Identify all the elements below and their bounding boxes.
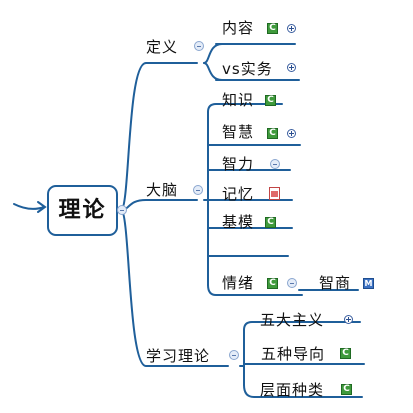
node-intellect[interactable]: 智力	[222, 155, 254, 173]
node-knowledge-label: 知识	[222, 91, 255, 109]
node-memory[interactable]: 记忆	[222, 185, 254, 203]
concept-marker-icon: C	[267, 278, 278, 289]
emotion-collapse-icon[interactable]	[287, 278, 297, 288]
root-node[interactable]: 理论	[47, 185, 118, 236]
root-to-definition-connector	[120, 62, 198, 211]
node-content[interactable]: 内容	[222, 19, 254, 37]
node-level-types[interactable]: 层面种类	[260, 381, 324, 399]
concept-marker-icon: C	[340, 348, 351, 359]
node-memory-label: 记忆	[222, 185, 255, 203]
concept-marker-icon: C	[265, 95, 276, 106]
root-to-learning-connector	[120, 209, 229, 367]
node-knowledge[interactable]: 知识	[222, 91, 254, 109]
concept-marker-icon: C	[267, 128, 278, 139]
brain-collapse-icon[interactable]	[193, 185, 203, 195]
expand-icon[interactable]	[287, 63, 296, 72]
node-wisdom[interactable]: 智慧	[222, 123, 254, 141]
node-level-types-label: 层面种类	[260, 381, 325, 399]
branch-definition[interactable]: 定义	[146, 38, 178, 56]
expand-icon[interactable]	[287, 129, 296, 138]
branch-learning-theory-label: 学习理论	[146, 347, 211, 365]
node-basic-model-label: 基模	[222, 213, 255, 231]
node-content-label: 内容	[222, 19, 255, 37]
branch-definition-label: 定义	[146, 38, 179, 56]
incoming-connector	[13, 203, 45, 210]
definition-collapse-icon[interactable]	[194, 41, 204, 51]
concept-marker-icon: C	[341, 384, 352, 395]
root-node-label: 理论	[58, 198, 107, 223]
node-five-orientations[interactable]: 五种导向	[261, 345, 325, 363]
node-wisdom-label: 智慧	[222, 123, 255, 141]
root-to-brain-connector	[120, 199, 198, 211]
attachment-document-icon[interactable]	[269, 187, 280, 200]
branch-brain[interactable]: 大脑	[146, 181, 178, 199]
node-emotion[interactable]: 情绪	[222, 274, 254, 292]
node-eq-label: 智商	[319, 274, 352, 292]
node-basic-model[interactable]: 基模	[222, 213, 254, 231]
intellect-collapse-icon[interactable]	[270, 159, 280, 169]
branch-brain-label: 大脑	[146, 181, 179, 199]
root-collapse-icon[interactable]	[117, 205, 127, 215]
branch-learning-theory[interactable]: 学习理论	[146, 347, 210, 365]
node-five-doctrines[interactable]: 五大主义	[260, 311, 324, 329]
marker-m-icon: M	[363, 278, 374, 289]
expand-icon[interactable]	[287, 24, 296, 33]
concept-marker-icon: C	[265, 217, 276, 228]
learning-theory-collapse-icon[interactable]	[229, 350, 239, 360]
concept-marker-icon: C	[267, 23, 278, 34]
node-vs-practice-label: vs实务	[222, 60, 273, 78]
node-eq[interactable]: 智商	[319, 274, 351, 292]
node-emotion-label: 情绪	[222, 274, 255, 292]
incoming-arrowhead	[37, 201, 47, 213]
node-five-doctrines-label: 五大主义	[260, 311, 325, 329]
expand-icon[interactable]	[344, 315, 353, 324]
node-intellect-label: 智力	[222, 155, 255, 173]
node-vs-practice[interactable]: vs实务	[222, 60, 273, 78]
definition-bus	[203, 43, 223, 64]
node-five-orientations-label: 五种导向	[261, 345, 326, 363]
